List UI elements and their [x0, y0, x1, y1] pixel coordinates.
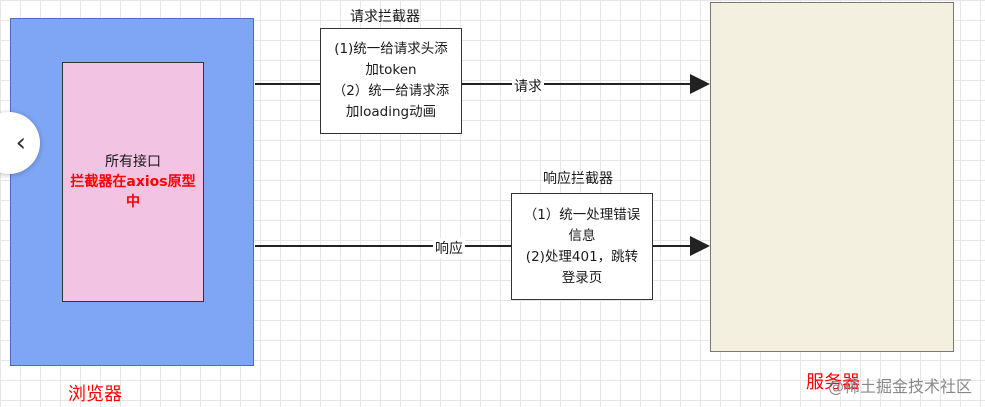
response-interceptor-line-4: 登录页 — [561, 269, 603, 286]
response-interceptor-line-2: 信息 — [568, 227, 596, 244]
request-interceptor-title: 请求拦截器 — [350, 9, 420, 25]
browser-label: 浏览器 — [68, 384, 122, 405]
response-interceptor-box: （1）统一处理错误 信息 (2)处理401，跳转 登录页 — [511, 193, 653, 300]
response-edge-label: 响应 — [433, 238, 465, 258]
request-edge-label: 请求 — [512, 76, 544, 96]
request-interceptor-line-2: 加token — [365, 62, 417, 78]
request-interceptor-box: (1)统一给请求头添 加token （2）统一给请求添 加loading动画 — [320, 28, 462, 134]
chevron-left-icon: ‹ — [15, 128, 26, 158]
interfaces-label: 所有接口 — [105, 154, 161, 170]
response-interceptor-line-3: (2)处理401，跳转 — [525, 248, 639, 265]
request-interceptor-line-3: （2）统一给请求添 — [332, 83, 450, 99]
response-interceptor-title: 响应拦截器 — [543, 171, 613, 187]
watermark: @稀土掘金技术社区 — [828, 377, 973, 396]
request-interceptor-line-1: (1)统一给请求头添 — [334, 41, 448, 57]
response-interceptor-line-1: （1）统一处理错误 — [523, 206, 641, 223]
interceptor-location-note: 拦截器在axios原型中 — [70, 174, 196, 210]
interfaces-node: 所有接口 拦截器在axios原型中 — [62, 62, 204, 302]
request-interceptor-line-4: 加loading动画 — [345, 104, 437, 120]
server-label: 服务器 — [806, 372, 860, 393]
server-node — [710, 2, 954, 352]
